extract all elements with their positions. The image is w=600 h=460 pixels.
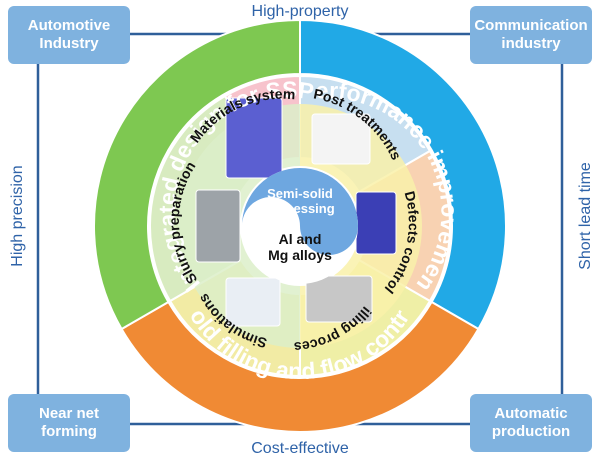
- near-net-forming-box: Near net forming: [8, 394, 130, 452]
- defects-image: [355, 191, 397, 255]
- communication-industry-box: Communication industry: [470, 6, 592, 64]
- outer-ring-integrated-design: [93, 18, 301, 331]
- post-treatment-chart-image: [311, 113, 371, 165]
- center-blue-half: [242, 168, 358, 255]
- slurry-apparatus-image: [195, 189, 241, 263]
- filling-part-image: [305, 275, 373, 323]
- materials-microstructure-image: [225, 97, 283, 179]
- label-short-lead-time: Short lead time: [577, 162, 594, 270]
- outer-ring-performance: [299, 18, 507, 331]
- label-high-precision: High precision: [9, 165, 26, 267]
- simulation-image: [225, 277, 281, 327]
- label-high-property: High-property: [251, 3, 349, 20]
- outer-ring-mold-filling: [120, 300, 480, 433]
- automatic-production-box: Automatic production: [470, 394, 592, 452]
- label-cost-effective: Cost-effective: [251, 440, 349, 457]
- automotive-industry-box: Automotive Industry: [8, 6, 130, 64]
